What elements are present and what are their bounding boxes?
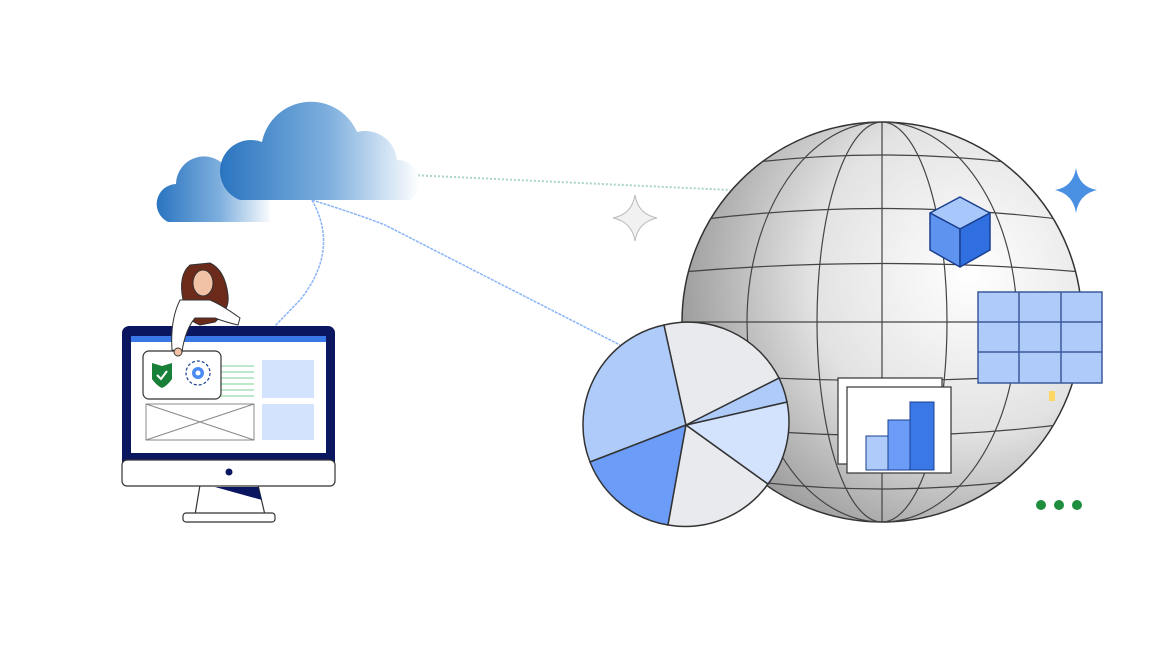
more-dots-icon: [1036, 500, 1082, 510]
gear-icon: [185, 360, 211, 386]
table-grid-icon: [977, 291, 1103, 384]
shield-check-icon: [152, 363, 172, 388]
sparkle-icon: [612, 194, 658, 242]
person-figure: [171, 262, 241, 357]
sparkle-icon: [1055, 168, 1097, 213]
connector-cloud-globe: [409, 174, 731, 191]
cube-icon: [929, 196, 991, 268]
pie-chart-icon: [582, 321, 790, 528]
connector-cloud-pie: [311, 199, 621, 346]
cloud-icon: [156, 101, 420, 222]
security-card: [142, 350, 222, 400]
connector-cloud-monitor: [274, 199, 325, 327]
bar-chart-icon: [837, 377, 952, 474]
highlight-marker: [1049, 391, 1055, 401]
